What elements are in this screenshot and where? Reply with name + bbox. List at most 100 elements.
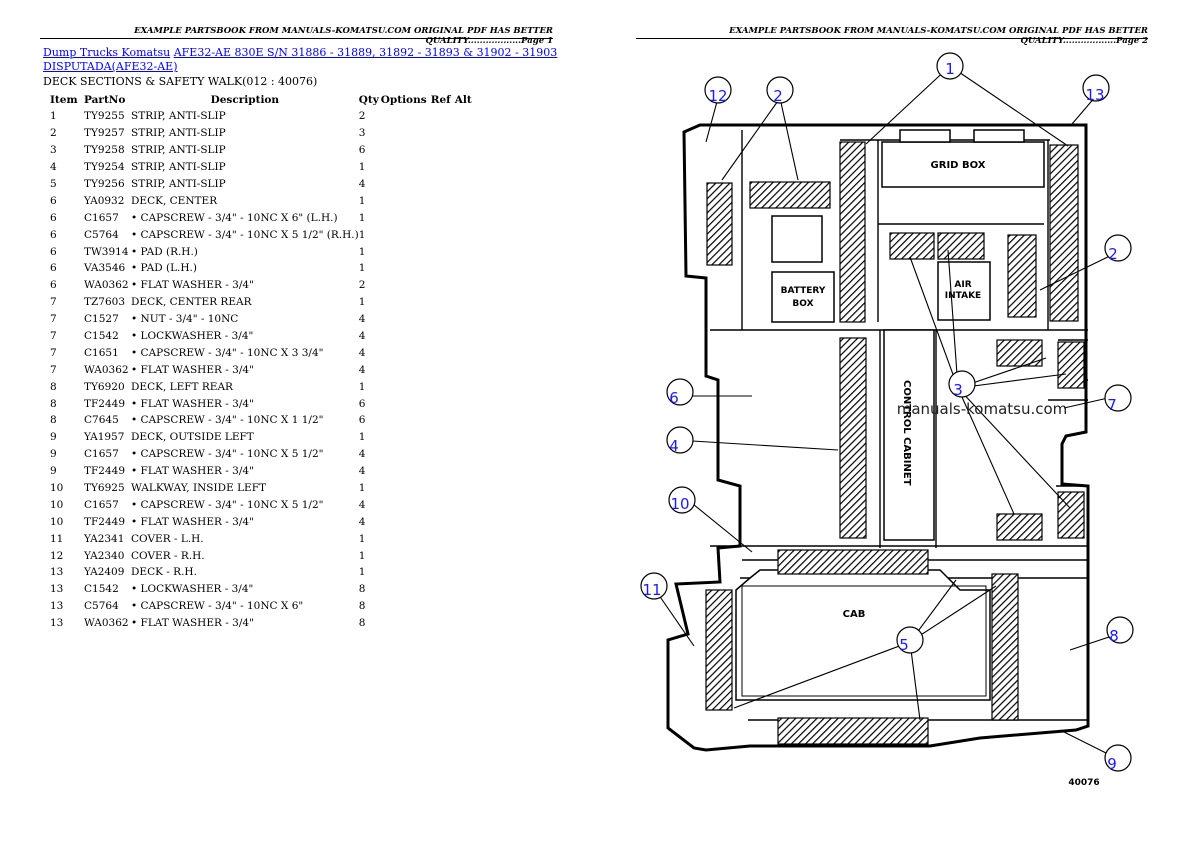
cell-alt xyxy=(455,192,472,209)
callouts xyxy=(640,52,1134,772)
cell-partno: C1542 xyxy=(84,583,119,596)
cell-partno: C7645 xyxy=(84,414,119,427)
cell-qty: 1 xyxy=(358,228,366,241)
breadcrumb-link-model[interactable]: AFE32-AE 830E S/N 31886 - 31889, 31892 -… xyxy=(173,46,558,59)
cell-item: 13 xyxy=(50,566,64,579)
battery-box-top xyxy=(771,215,823,263)
strip-3-b xyxy=(937,232,985,260)
cell-description: • LOCKWASHER - 3/4" xyxy=(131,583,254,596)
cell-item: 12 xyxy=(50,549,64,562)
control-cabinet-label: CONTROL CABINET xyxy=(901,380,912,486)
strip-5-right xyxy=(991,573,1019,721)
cell-options xyxy=(381,243,431,260)
cell-alt xyxy=(455,209,472,226)
deck-outline xyxy=(666,123,1090,752)
cell-alt xyxy=(455,226,472,243)
air-intake-label-2: INTAKE xyxy=(945,291,981,301)
cell-options xyxy=(381,311,431,328)
strip-2-top xyxy=(749,181,831,209)
page2-header: EXAMPLE PARTSBOOK FROM MANUALS-KOMATSU.C… xyxy=(729,26,1148,46)
col-partno-header: PartNo xyxy=(84,93,126,106)
cell-ref xyxy=(431,429,455,446)
callout-circle-8 xyxy=(1106,616,1134,644)
cell-description: WALKWAY, INSIDE LEFT xyxy=(131,482,266,495)
col-qty-header: Qty xyxy=(358,93,379,106)
cell-ref xyxy=(431,598,455,615)
cell-alt xyxy=(455,277,472,294)
breadcrumb-line2: DISPUTADA(AFE32-AE) xyxy=(43,60,178,73)
cell-partno: YA1957 xyxy=(84,431,125,444)
cell-description: STRIP, ANTI-SLIP xyxy=(131,178,226,190)
cell-options xyxy=(381,361,431,378)
cell-options xyxy=(381,176,431,193)
cell-qty: 4 xyxy=(358,346,366,359)
breadcrumb-link-dump-trucks[interactable]: Dump Trucks Komatsu xyxy=(43,46,171,59)
callout-circle-4 xyxy=(666,426,694,454)
cell-qty: 1 xyxy=(358,245,366,258)
cell-item: 13 xyxy=(50,600,64,613)
cell-qty: 1 xyxy=(358,296,366,309)
cell-item: 6 xyxy=(50,262,57,275)
callout-12: 12 xyxy=(708,87,727,105)
cell-partno: YA2340 xyxy=(84,549,125,562)
cell-ref xyxy=(431,496,455,513)
cell-partno: C1542 xyxy=(84,330,119,343)
cell-partno: TY6920 xyxy=(84,380,125,393)
cell-ref xyxy=(431,125,455,142)
cell-ref xyxy=(431,446,455,463)
cab-label: CAB xyxy=(843,609,866,620)
cell-description: STRIP, ANTI-SLIP xyxy=(131,110,226,123)
cell-alt xyxy=(455,446,472,463)
cell-ref xyxy=(431,311,455,328)
cell-partno: TF2449 xyxy=(84,465,126,478)
cell-ref xyxy=(431,277,455,294)
callout-1: 1 xyxy=(945,60,955,78)
cell-alt xyxy=(455,463,472,480)
cell-item: 13 xyxy=(50,583,64,596)
cell-options xyxy=(381,564,431,581)
breadcrumb-link-disputada[interactable]: DISPUTADA(AFE32-AE) xyxy=(43,60,178,73)
air-intake-box xyxy=(937,261,991,321)
cell-description: STRIP, ANTI-SLIP xyxy=(131,144,226,157)
cell-item: 7 xyxy=(50,330,57,343)
cell-description: DECK, LEFT REAR xyxy=(131,380,233,393)
cell-alt xyxy=(455,294,472,311)
cell-alt xyxy=(455,311,472,328)
cell-alt xyxy=(455,142,472,159)
cell-qty: 1 xyxy=(358,549,366,562)
cell-options xyxy=(381,395,431,412)
cell-alt xyxy=(455,581,472,598)
cell-partno: TF2449 xyxy=(84,397,126,410)
table-header-row: Item PartNo Description Qty Options Ref … xyxy=(44,91,472,108)
cell-alt xyxy=(455,480,472,497)
cell-ref xyxy=(431,209,455,226)
strip-2-right xyxy=(1007,234,1037,318)
cell-description: STRIP, ANTI-SLIP xyxy=(131,127,226,140)
cell-alt xyxy=(455,328,472,345)
cell-alt xyxy=(455,412,472,429)
cell-ref xyxy=(431,395,455,412)
cell-options xyxy=(381,463,431,480)
cell-alt xyxy=(455,243,472,260)
strip-3-a xyxy=(889,232,935,260)
callout-circle-13 xyxy=(1082,74,1110,102)
cell-item: 6 xyxy=(50,211,57,224)
cell-qty: 8 xyxy=(358,617,366,630)
cell-qty: 8 xyxy=(358,583,366,596)
col-ref-header: Ref xyxy=(430,93,451,106)
cell-partno: C1657 xyxy=(84,498,119,511)
